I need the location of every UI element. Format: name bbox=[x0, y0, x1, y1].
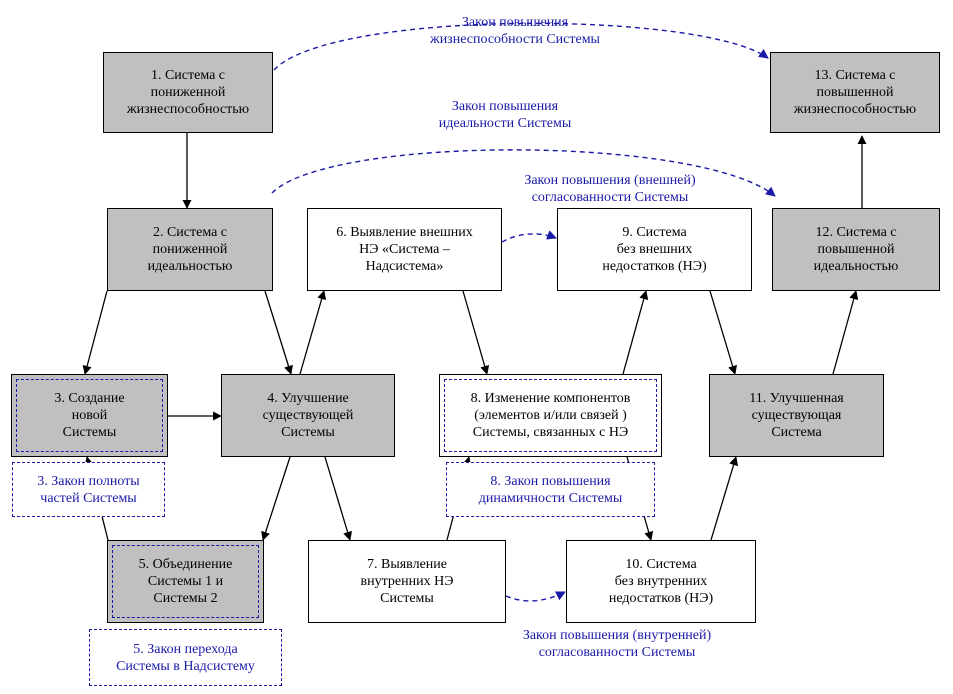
law-box-completeness: 3. Закон полноты частей Системы bbox=[12, 462, 165, 517]
node-11-improved-system: 11. Улучшенная существующая Система bbox=[709, 374, 884, 457]
node-3-new-system: 3. Создание новой Системы bbox=[11, 374, 168, 457]
arrow-2-to-3 bbox=[82, 290, 108, 375]
law-box-dynamics: 8. Закон повышения динамичности Системы bbox=[446, 462, 655, 517]
arrow-11-to-12 bbox=[832, 290, 859, 375]
law-arc-viability bbox=[273, 22, 769, 71]
arrow-2-to-4 bbox=[264, 290, 293, 375]
node-6-external-defects: 6. Выявление внешних НЭ «Система – Надси… bbox=[307, 208, 502, 291]
law-label-viability: Закон повышения жизнеспособности Системы bbox=[430, 15, 600, 47]
node-7-internal-defects: 7. Выявление внутренних НЭ Системы bbox=[308, 540, 506, 623]
arrow-9-to-11 bbox=[709, 290, 737, 375]
node-12-increased-ideality: 12. Система с повышенной идеальностью bbox=[772, 208, 940, 291]
arrow-10-to-11 bbox=[710, 456, 738, 541]
law-arc-internal bbox=[505, 591, 566, 602]
arrow-4-to-7 bbox=[324, 456, 352, 541]
arrow-4-to-6 bbox=[299, 290, 327, 375]
arrow-6-to-8 bbox=[462, 290, 490, 375]
node-4-improve-existing: 4. Улучшение существующей Системы bbox=[221, 374, 395, 457]
law-label-ideality: Закон повышения идеальности Системы bbox=[438, 99, 572, 131]
node-8-change-components: 8. Изменение компонентов (элементов и/ил… bbox=[439, 374, 662, 457]
node-10-no-internal-defects: 10. Система без внутренних недостатков (… bbox=[566, 540, 756, 623]
node-2-reduced-ideality: 2. Система с пониженной идеальностью bbox=[107, 208, 273, 291]
law-box-supersystem: 5. Закон перехода Системы в Надсистему bbox=[89, 629, 282, 686]
law-arc-ideality bbox=[271, 149, 776, 197]
arrow-8-to-9 bbox=[622, 290, 649, 375]
node-1-reduced-viability: 1. Система с пониженной жизнеспособность… bbox=[103, 52, 273, 133]
law-arc-external bbox=[501, 230, 557, 243]
arrow-4-to-5 bbox=[261, 456, 291, 541]
law-label-external: Закон повышения (внешней) согласованност… bbox=[524, 173, 696, 205]
node-9-no-external-defects: 9. Система без внешних недостатков (НЭ) bbox=[557, 208, 752, 291]
node-5-merge-systems: 5. Объединение Системы 1 и Системы 2 bbox=[107, 540, 264, 623]
node-13-increased-viability: 13. Система с повышенной жизнеспособност… bbox=[770, 52, 940, 133]
law-label-internal: Закон повышения (внутренней) согласованн… bbox=[522, 628, 712, 660]
